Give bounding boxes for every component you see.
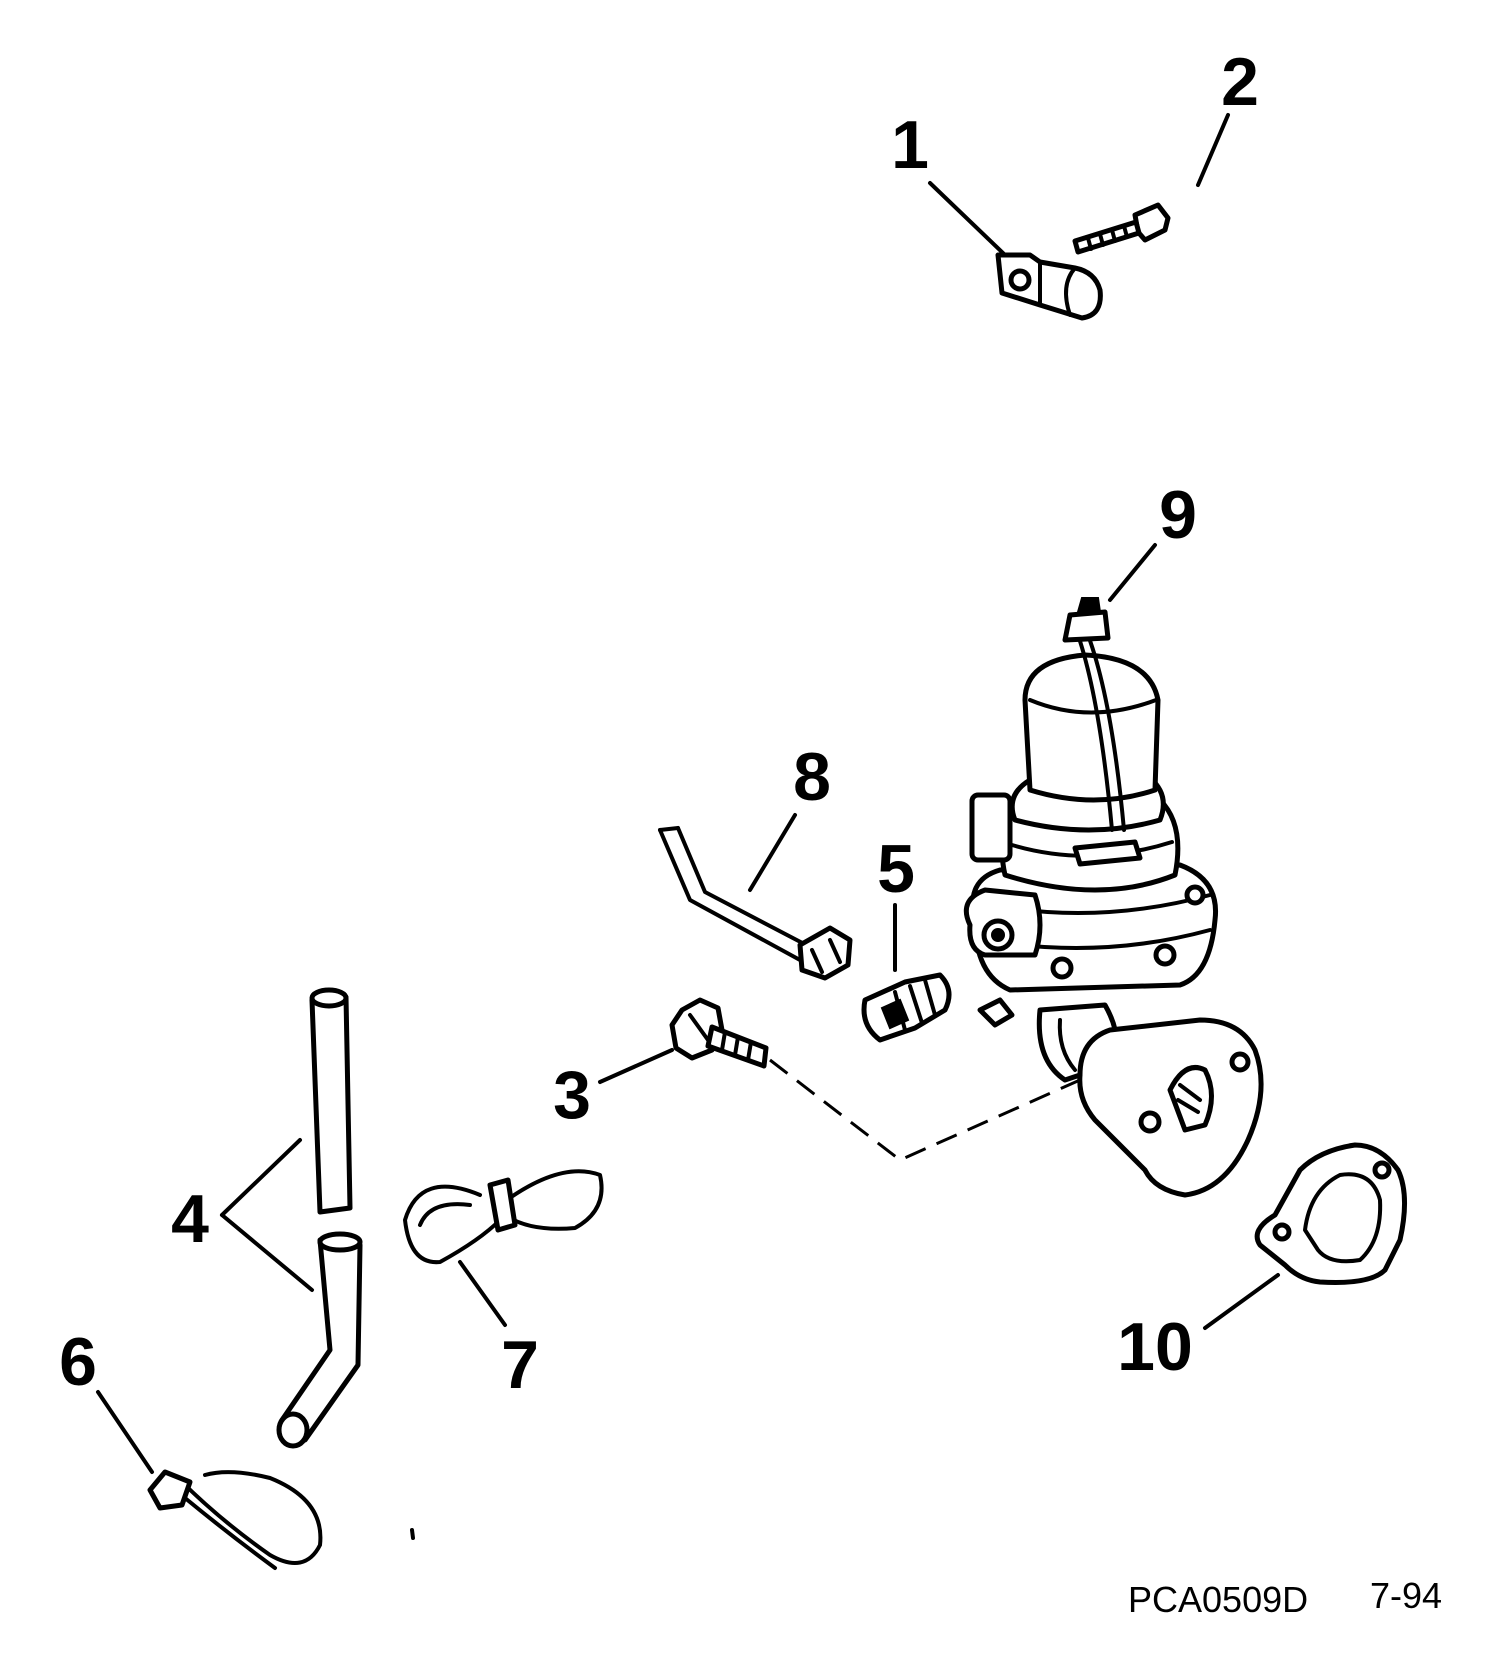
leader-8 xyxy=(748,813,797,892)
figure-code: PCA0509D xyxy=(1128,1579,1308,1620)
callout-5: 5 xyxy=(877,831,915,907)
leader-9 xyxy=(1108,543,1157,602)
part-8-fuel-line xyxy=(658,826,853,981)
callout-4: 4 xyxy=(171,1181,209,1257)
leader-6 xyxy=(96,1390,154,1474)
callout-3: 3 xyxy=(553,1057,591,1133)
callout-7: 7 xyxy=(501,1327,539,1403)
figure-date: 7-94 xyxy=(1370,1575,1442,1616)
callout-1: 1 xyxy=(891,107,929,183)
leader-7 xyxy=(458,1260,507,1327)
part-2-screw xyxy=(1072,202,1171,255)
leader-4a xyxy=(220,1138,302,1217)
part-10-gasket xyxy=(1254,1142,1408,1285)
part-9-fuel-pump xyxy=(963,597,1264,1198)
leader-3 xyxy=(598,1048,674,1084)
callout-9: 9 xyxy=(1159,477,1197,553)
callout-2: 2 xyxy=(1221,44,1259,120)
leader-1 xyxy=(928,181,1007,257)
part-5-fitting xyxy=(861,972,952,1043)
stray-mark xyxy=(410,1528,415,1540)
leader-10 xyxy=(1203,1273,1280,1330)
callout-10: 10 xyxy=(1117,1309,1193,1385)
part-4-hoses xyxy=(276,987,363,1449)
part-3-assembly-line xyxy=(769,1058,1081,1162)
callout-8: 8 xyxy=(793,739,831,815)
leader-4b xyxy=(220,1213,314,1292)
leader-2 xyxy=(1196,113,1230,187)
part-1-clamp xyxy=(995,252,1103,321)
part-6-hose-clamp xyxy=(147,1469,323,1570)
callout-6: 6 xyxy=(59,1324,97,1400)
part-7-hose-clamp xyxy=(403,1169,604,1265)
part-3-bolt xyxy=(669,997,769,1069)
